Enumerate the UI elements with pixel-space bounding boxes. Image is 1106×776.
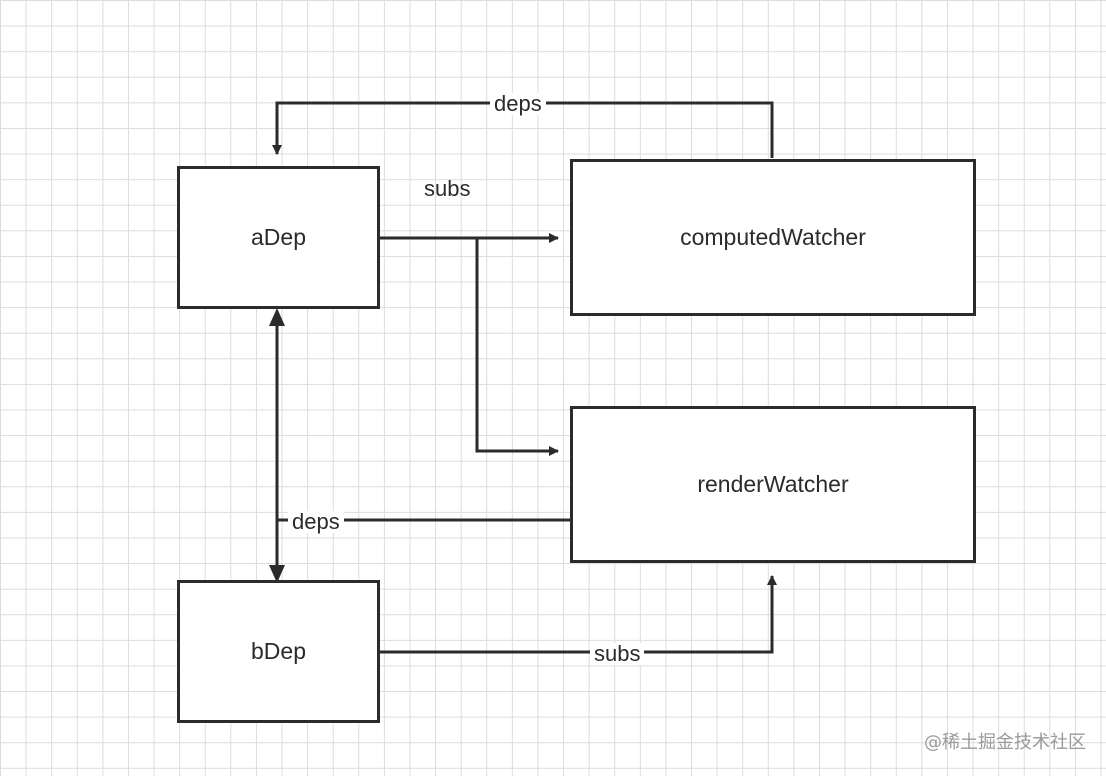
edge-bdep-to-render	[380, 575, 777, 654]
node-bdep: bDep	[177, 580, 380, 723]
edge-adep-to-render	[475, 238, 559, 456]
node-adep-label: aDep	[251, 224, 306, 250]
arrowhead-down-to-bdep	[269, 565, 285, 583]
node-bdep-label: bDep	[251, 638, 306, 664]
arrowhead-up-to-adep	[269, 308, 285, 326]
node-render-watcher: renderWatcher	[570, 406, 976, 563]
edge-label-deps-middle: deps	[288, 511, 344, 533]
edge-label-deps-top: deps	[490, 93, 546, 115]
node-computed-watcher: computedWatcher	[570, 159, 976, 316]
node-render-watcher-label: renderWatcher	[697, 471, 849, 497]
edge-label-subs-top: subs	[424, 176, 471, 201]
edge-label-subs-bottom: subs	[590, 643, 645, 665]
node-computed-watcher-label: computedWatcher	[680, 224, 866, 250]
watermark-text: @稀土掘金技术社区	[924, 732, 1086, 753]
node-adep: aDep	[177, 166, 380, 309]
